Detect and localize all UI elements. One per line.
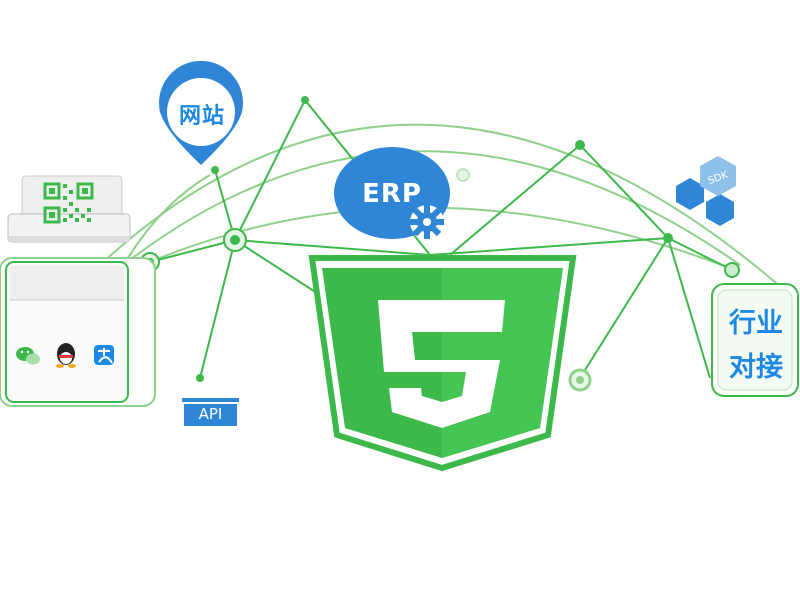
wechat-icon (16, 347, 40, 365)
location-pin-icon (159, 60, 243, 165)
qr-code-icon (43, 182, 94, 224)
payment-panel (0, 257, 156, 407)
qr-printer (7, 175, 131, 243)
gear-icon (410, 205, 444, 239)
industry-label-line2: 对接 (729, 352, 783, 383)
qq-icon (56, 343, 76, 368)
api-tag (182, 398, 239, 426)
hexagon-icon (676, 156, 736, 226)
website-label: 网站 (178, 104, 225, 129)
erp-label: ERP (362, 179, 422, 209)
api-label: API (198, 405, 223, 423)
industry-label: 行业 对接 (717, 296, 795, 396)
alipay-icon (94, 345, 114, 365)
html5-shield-icon: 5 (308, 255, 577, 472)
industry-label-line1: 行业 (729, 308, 783, 339)
industry-box (711, 283, 799, 397)
